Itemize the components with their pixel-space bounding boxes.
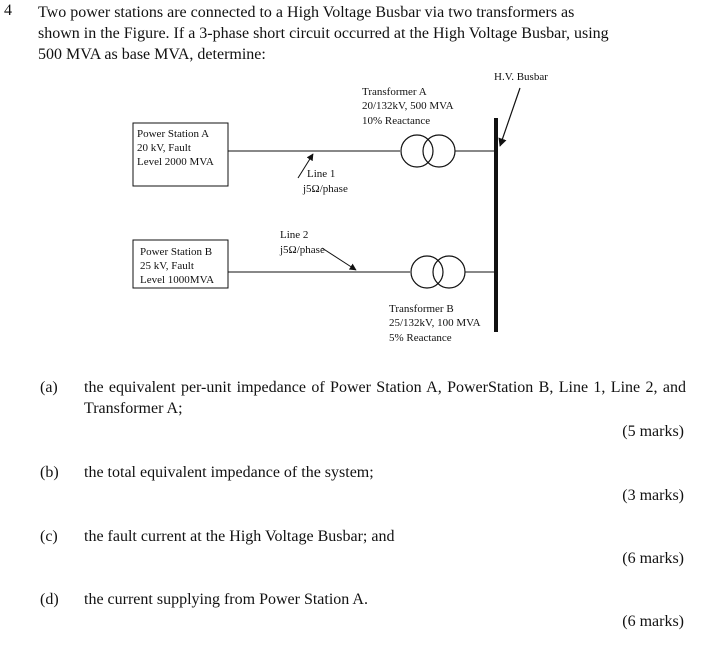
part-b-marks: (3 marks) (622, 487, 684, 504)
part-a-text: the equivalent per-unit impedance of Pow… (84, 379, 686, 417)
transformer-a-line-2: 20/132kV, 500 MVA (362, 100, 454, 112)
line1-label: Line 1 (307, 168, 335, 180)
part-d-text: the current supplying from Power Station… (84, 591, 368, 608)
station-a-line-3: Level 2000 MVA (137, 156, 214, 168)
intro-line-3: 500 MVA as base MVA, determine: (38, 46, 266, 63)
station-b-line-1: Power Station B (140, 246, 212, 258)
transformer-b-coil-2 (432, 255, 466, 289)
transformer-b-line-1: Transformer B (389, 303, 454, 315)
line1-arrow (297, 153, 314, 179)
part-a-marks: (5 marks) (622, 423, 684, 440)
part-c-label: (c) (40, 528, 58, 545)
line2-impedance: j5Ω/phase (279, 244, 325, 256)
station-b-line-3: Level 1000MVA (140, 274, 214, 286)
station-a-line-2: 20 kV, Fault (137, 142, 191, 154)
transformer-a-line-3: 10% Reactance (362, 115, 430, 127)
busbar-arrow (498, 87, 521, 147)
transformer-b-coil-1 (410, 255, 444, 289)
transformer-a-line-1: Transformer A (362, 86, 427, 98)
transformer-b-line-3: 5% Reactance (389, 332, 452, 344)
station-a-box (132, 122, 229, 187)
part-a-label: (a) (40, 379, 58, 396)
part-c-marks: (6 marks) (622, 550, 684, 567)
part-d-label: (d) (40, 591, 59, 608)
circuit-diagram: H.V. Busbar Power Station A 20 kV, Fault… (132, 71, 548, 344)
line2-arrow (321, 247, 357, 271)
part-b-text: the total equivalent impedance of the sy… (84, 464, 374, 481)
busbar-label: H.V. Busbar (494, 71, 548, 83)
transformer-a-coil-2 (422, 134, 456, 168)
part-b-label: (b) (40, 464, 59, 481)
station-b-box (132, 239, 229, 289)
part-c-text: the fault current at the High Voltage Bu… (84, 528, 395, 545)
intro-line-2: shown in the Figure. If a 3-phase short … (38, 25, 609, 42)
line1-impedance: j5Ω/phase (302, 183, 348, 195)
line2-label: Line 2 (280, 229, 308, 241)
station-a-line-1: Power Station A (137, 128, 209, 140)
transformer-a-coil-1 (400, 134, 434, 168)
transformer-b-line-2: 25/132kV, 100 MVA (389, 317, 481, 329)
question-number: 4 (4, 2, 12, 19)
station-b-line-2: 25 kV, Fault (140, 260, 194, 272)
intro-line-1: Two power stations are connected to a Hi… (38, 4, 575, 21)
question-intro: Two power stations are connected to a Hi… (38, 2, 686, 44)
part-d-marks: (6 marks) (622, 613, 684, 630)
